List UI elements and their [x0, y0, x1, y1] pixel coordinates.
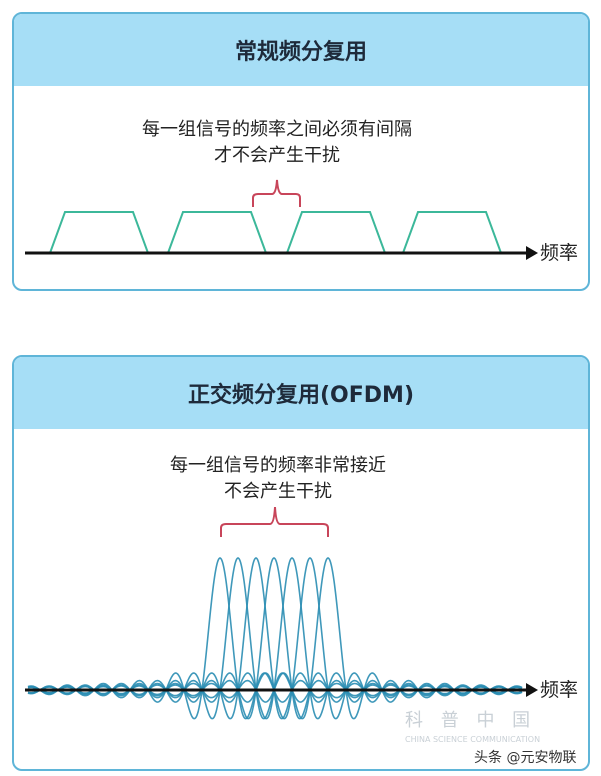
axis-arrow-icon [526, 246, 538, 260]
axis-arrow-icon [526, 683, 538, 697]
watermark-credit: 头条 @元安物联 [474, 750, 577, 766]
panel-conventional-fdm: 常规频分复用 [12, 12, 590, 291]
gap-bracket [252, 179, 301, 207]
watermark-logo-text: 科 普 中 国 [405, 710, 537, 731]
caption-line-1: 每一组信号的频率非常接近 [170, 455, 386, 476]
subcarrier-bracket [220, 506, 329, 537]
axis-label-frequency: 频率 [540, 242, 579, 264]
panel-title: 常规频分复用 [14, 14, 588, 86]
channel-trapezoid [49, 211, 149, 254]
panel-title: 正交频分复用(OFDM) [14, 357, 588, 429]
caption-line-1: 每一组信号的频率之间必须有间隔 [142, 119, 412, 140]
channel-trapezoid [167, 211, 267, 254]
channel-trapezoid [286, 211, 386, 254]
caption-line-2: 不会产生干扰 [224, 481, 332, 502]
watermark-logo-subtext: CHINA SCIENCE COMMUNICATION [405, 735, 541, 744]
caption-line-2: 才不会产生干扰 [214, 145, 340, 166]
channel-trapezoid [402, 211, 502, 254]
axis-label-frequency: 频率 [540, 679, 579, 701]
